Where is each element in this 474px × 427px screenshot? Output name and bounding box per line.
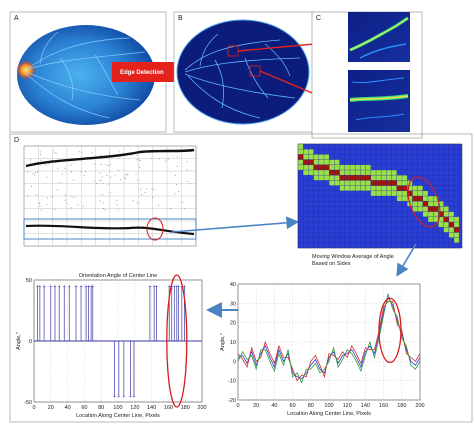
orientation-chart-marker: + bbox=[80, 284, 83, 290]
orientation-chart-x-tick-label: 0 bbox=[32, 405, 35, 411]
averaged-chart-y-tick-label: -10 bbox=[228, 379, 236, 385]
averaged-chart-x-tick-label: 140 bbox=[361, 403, 370, 409]
averaged-chart-x-tick-label: 120 bbox=[343, 403, 352, 409]
edge-detection-label: Edge Detection bbox=[120, 70, 164, 76]
orientation-chart-marker: + bbox=[91, 284, 94, 290]
orientation-chart-x-tick-label: 180 bbox=[181, 405, 190, 411]
panel-d-frame bbox=[9, 133, 473, 423]
orientation-chart-x-tick-label: 160 bbox=[164, 405, 173, 411]
connector-to-pixel-grid bbox=[171, 216, 300, 233]
orientation-chart-marker: + bbox=[170, 284, 173, 290]
orientation-chart-x-tick-label: 60 bbox=[81, 405, 87, 411]
averaged-chart-y-axis-label: Angle,° bbox=[220, 333, 226, 351]
averaged-chart-x-tick-label: 40 bbox=[271, 403, 277, 409]
centerline-pixel-grid bbox=[297, 143, 463, 249]
orientation-chart-y-tick-label: 0 bbox=[29, 339, 32, 345]
orientation-chart-x-tick-label: 140 bbox=[147, 405, 156, 411]
orientation-chart-y-tick-label: -50 bbox=[24, 400, 32, 406]
orientation-chart-marker: + bbox=[54, 284, 57, 290]
orientation-chart-marker: + bbox=[122, 394, 125, 400]
orientation-chart-marker: + bbox=[87, 284, 90, 290]
averaged-chart-x-tick-label: 160 bbox=[379, 403, 388, 409]
panel-b-vessel-map bbox=[173, 11, 315, 133]
orientation-chart-marker: + bbox=[183, 284, 186, 290]
binary-vessel-grid-image bbox=[23, 145, 197, 247]
panel-label-a: A bbox=[14, 15, 19, 22]
orientation-chart-marker: + bbox=[129, 394, 132, 400]
orientation-chart-marker: + bbox=[168, 284, 171, 290]
orientation-chart-y-axis-label: Angle,° bbox=[16, 332, 22, 350]
orientation-chart-marker: + bbox=[155, 284, 158, 290]
orientation-chart-marker: + bbox=[175, 284, 178, 290]
orientation-chart-marker: + bbox=[38, 284, 41, 290]
orientation-chart-title: Orientation Angle of Center Line bbox=[79, 273, 157, 279]
orientation-chart-marker: + bbox=[63, 284, 66, 290]
panel-label-b: B bbox=[178, 15, 183, 22]
orientation-chart-x-tick-label: 200 bbox=[197, 405, 206, 411]
orientation-chart-marker: + bbox=[43, 284, 46, 290]
orientation-chart-marker: + bbox=[58, 284, 61, 290]
orientation-chart-marker: + bbox=[148, 284, 151, 290]
averaged-chart-y-tick-label: 10 bbox=[230, 340, 236, 346]
panel-label-d: D bbox=[14, 137, 19, 144]
orientation-chart-marker: + bbox=[153, 284, 156, 290]
orientation-chart-marker: + bbox=[49, 284, 52, 290]
orientation-chart-x-tick-label: 120 bbox=[130, 405, 139, 411]
averaged-chart-x-tick-label: 180 bbox=[397, 403, 406, 409]
orientation-chart-marker: + bbox=[132, 394, 135, 400]
averaged-chart-y-tick-label: -20 bbox=[228, 398, 236, 404]
orientation-chart-marker: + bbox=[117, 394, 120, 400]
panel-c-zoomed-crops bbox=[311, 11, 423, 139]
orientation-chart-marker: + bbox=[113, 394, 116, 400]
orientation-chart-marker: + bbox=[90, 284, 93, 290]
averaged-chart-highlight-ellipse bbox=[378, 297, 402, 364]
averaged-chart-x-tick-label: 100 bbox=[324, 403, 333, 409]
connector-to-averaged-chart bbox=[396, 243, 417, 277]
averaged-chart-x-tick-label: 20 bbox=[253, 403, 259, 409]
orientation-chart-marker: + bbox=[68, 284, 71, 290]
orientation-chart-marker: + bbox=[173, 284, 176, 290]
averaged-chart-x-tick-label: 0 bbox=[236, 403, 239, 409]
moving-window-caption-line2: Based on Sides bbox=[312, 261, 351, 267]
panel-label-c: C bbox=[316, 15, 321, 22]
averaged-chart-y-tick-label: 40 bbox=[230, 282, 236, 288]
orientation-chart-y-tick-label: 50 bbox=[26, 278, 32, 284]
averaged-chart-x-axis-label: Location Along Center Line, Pixels bbox=[287, 411, 371, 417]
orientation-chart-x-tick-label: 20 bbox=[48, 405, 54, 411]
averaged-chart-y-tick-label: 0 bbox=[233, 359, 236, 365]
averaged-chart-x-tick-label: 200 bbox=[415, 403, 424, 409]
averaged-chart-x-tick-label: 60 bbox=[290, 403, 296, 409]
orientation-chart-x-axis-label: Location Along Center Line, Pixels bbox=[76, 413, 160, 419]
orientation-chart-x-tick-label: 100 bbox=[113, 405, 122, 411]
orientation-chart-marker: + bbox=[36, 284, 39, 290]
averaged-chart-y-tick-label: 20 bbox=[230, 321, 236, 327]
orientation-chart-x-tick-label: 40 bbox=[65, 405, 71, 411]
averaged-chart-y-tick-label: 30 bbox=[230, 301, 236, 307]
averaged-chart-series-line bbox=[237, 300, 421, 382]
orientation-chart-marker: + bbox=[177, 284, 180, 290]
orientation-chart-highlight-ellipse bbox=[166, 274, 188, 408]
orientation-chart-marker: + bbox=[180, 284, 183, 290]
averaged-chart-x-tick-label: 80 bbox=[308, 403, 314, 409]
orientation-chart-marker: + bbox=[75, 284, 78, 290]
moving-window-caption-line1: Moving Window Average of Angle bbox=[312, 254, 394, 260]
orientation-chart-marker: + bbox=[85, 284, 88, 290]
orientation-chart-x-tick-label: 80 bbox=[98, 405, 104, 411]
